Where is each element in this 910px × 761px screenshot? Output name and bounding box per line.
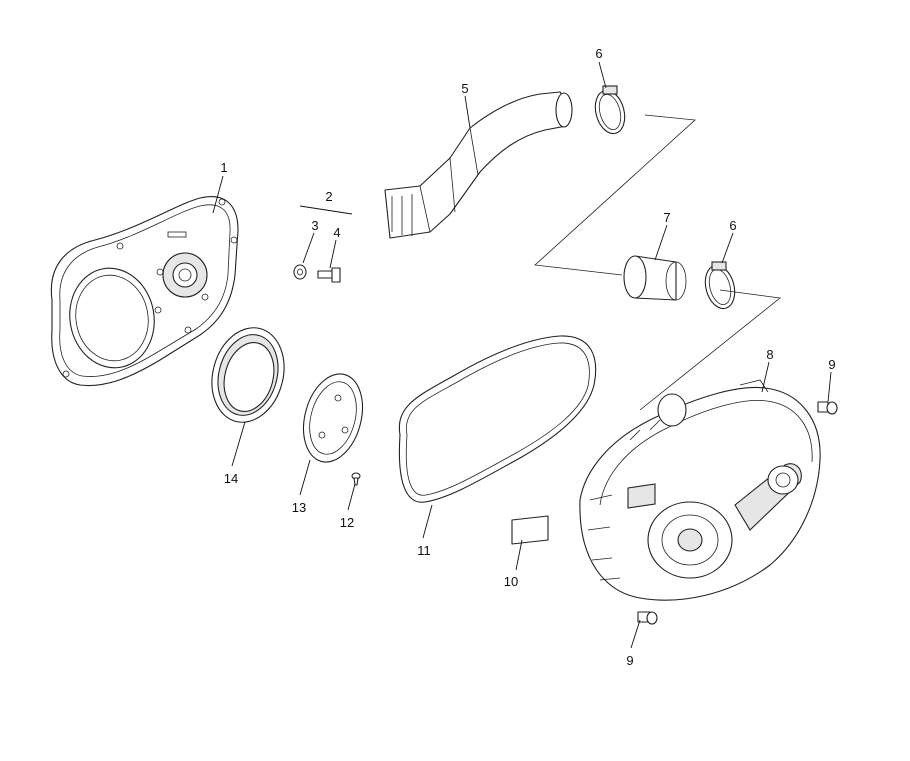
part-3-washer: [293, 264, 307, 280]
callout-9-upper: 9: [828, 357, 835, 372]
part-9-bolt-upper: [817, 401, 838, 415]
leader-lines: [212, 61, 832, 649]
part-6-clamp-lower: [704, 261, 736, 310]
assembly-guide-lines: [534, 114, 781, 411]
part-14-seal: [211, 327, 285, 423]
part-12-screw: [351, 472, 361, 486]
callout-4: 4: [333, 225, 340, 240]
callout-1: 1: [220, 160, 227, 175]
part-7-coupler: [623, 255, 687, 301]
part-9-bolt-lower: [637, 611, 658, 625]
callout-10: 10: [504, 574, 518, 589]
callout-6-upper: 6: [595, 46, 602, 61]
part-8-outer-cover: [579, 379, 821, 601]
part-1-inner-cover: [50, 196, 239, 387]
part-13-plate: [303, 373, 363, 463]
callout-8: 8: [766, 347, 773, 362]
part-10-decal: [511, 483, 656, 545]
part-4-bolt: [317, 267, 341, 283]
callout-6-lower: 6: [729, 218, 736, 233]
callout-14: 14: [224, 471, 238, 486]
callout-12: 12: [340, 515, 354, 530]
callout-13: 13: [292, 500, 306, 515]
callout-9-lower: 9: [626, 653, 633, 668]
part-5-air-duct: [384, 91, 573, 239]
callout-labels: 1 2 3 4 5 6 6 7 8 9 9 10 11 12 13 14: [220, 46, 835, 668]
part-11-drive-belt: [398, 335, 597, 503]
callout-3: 3: [311, 218, 318, 233]
callout-11: 11: [417, 543, 431, 558]
callout-5: 5: [461, 81, 468, 96]
callout-2: 2: [325, 189, 332, 204]
callout-7: 7: [663, 210, 670, 225]
part-6-clamp-upper: [594, 85, 626, 135]
